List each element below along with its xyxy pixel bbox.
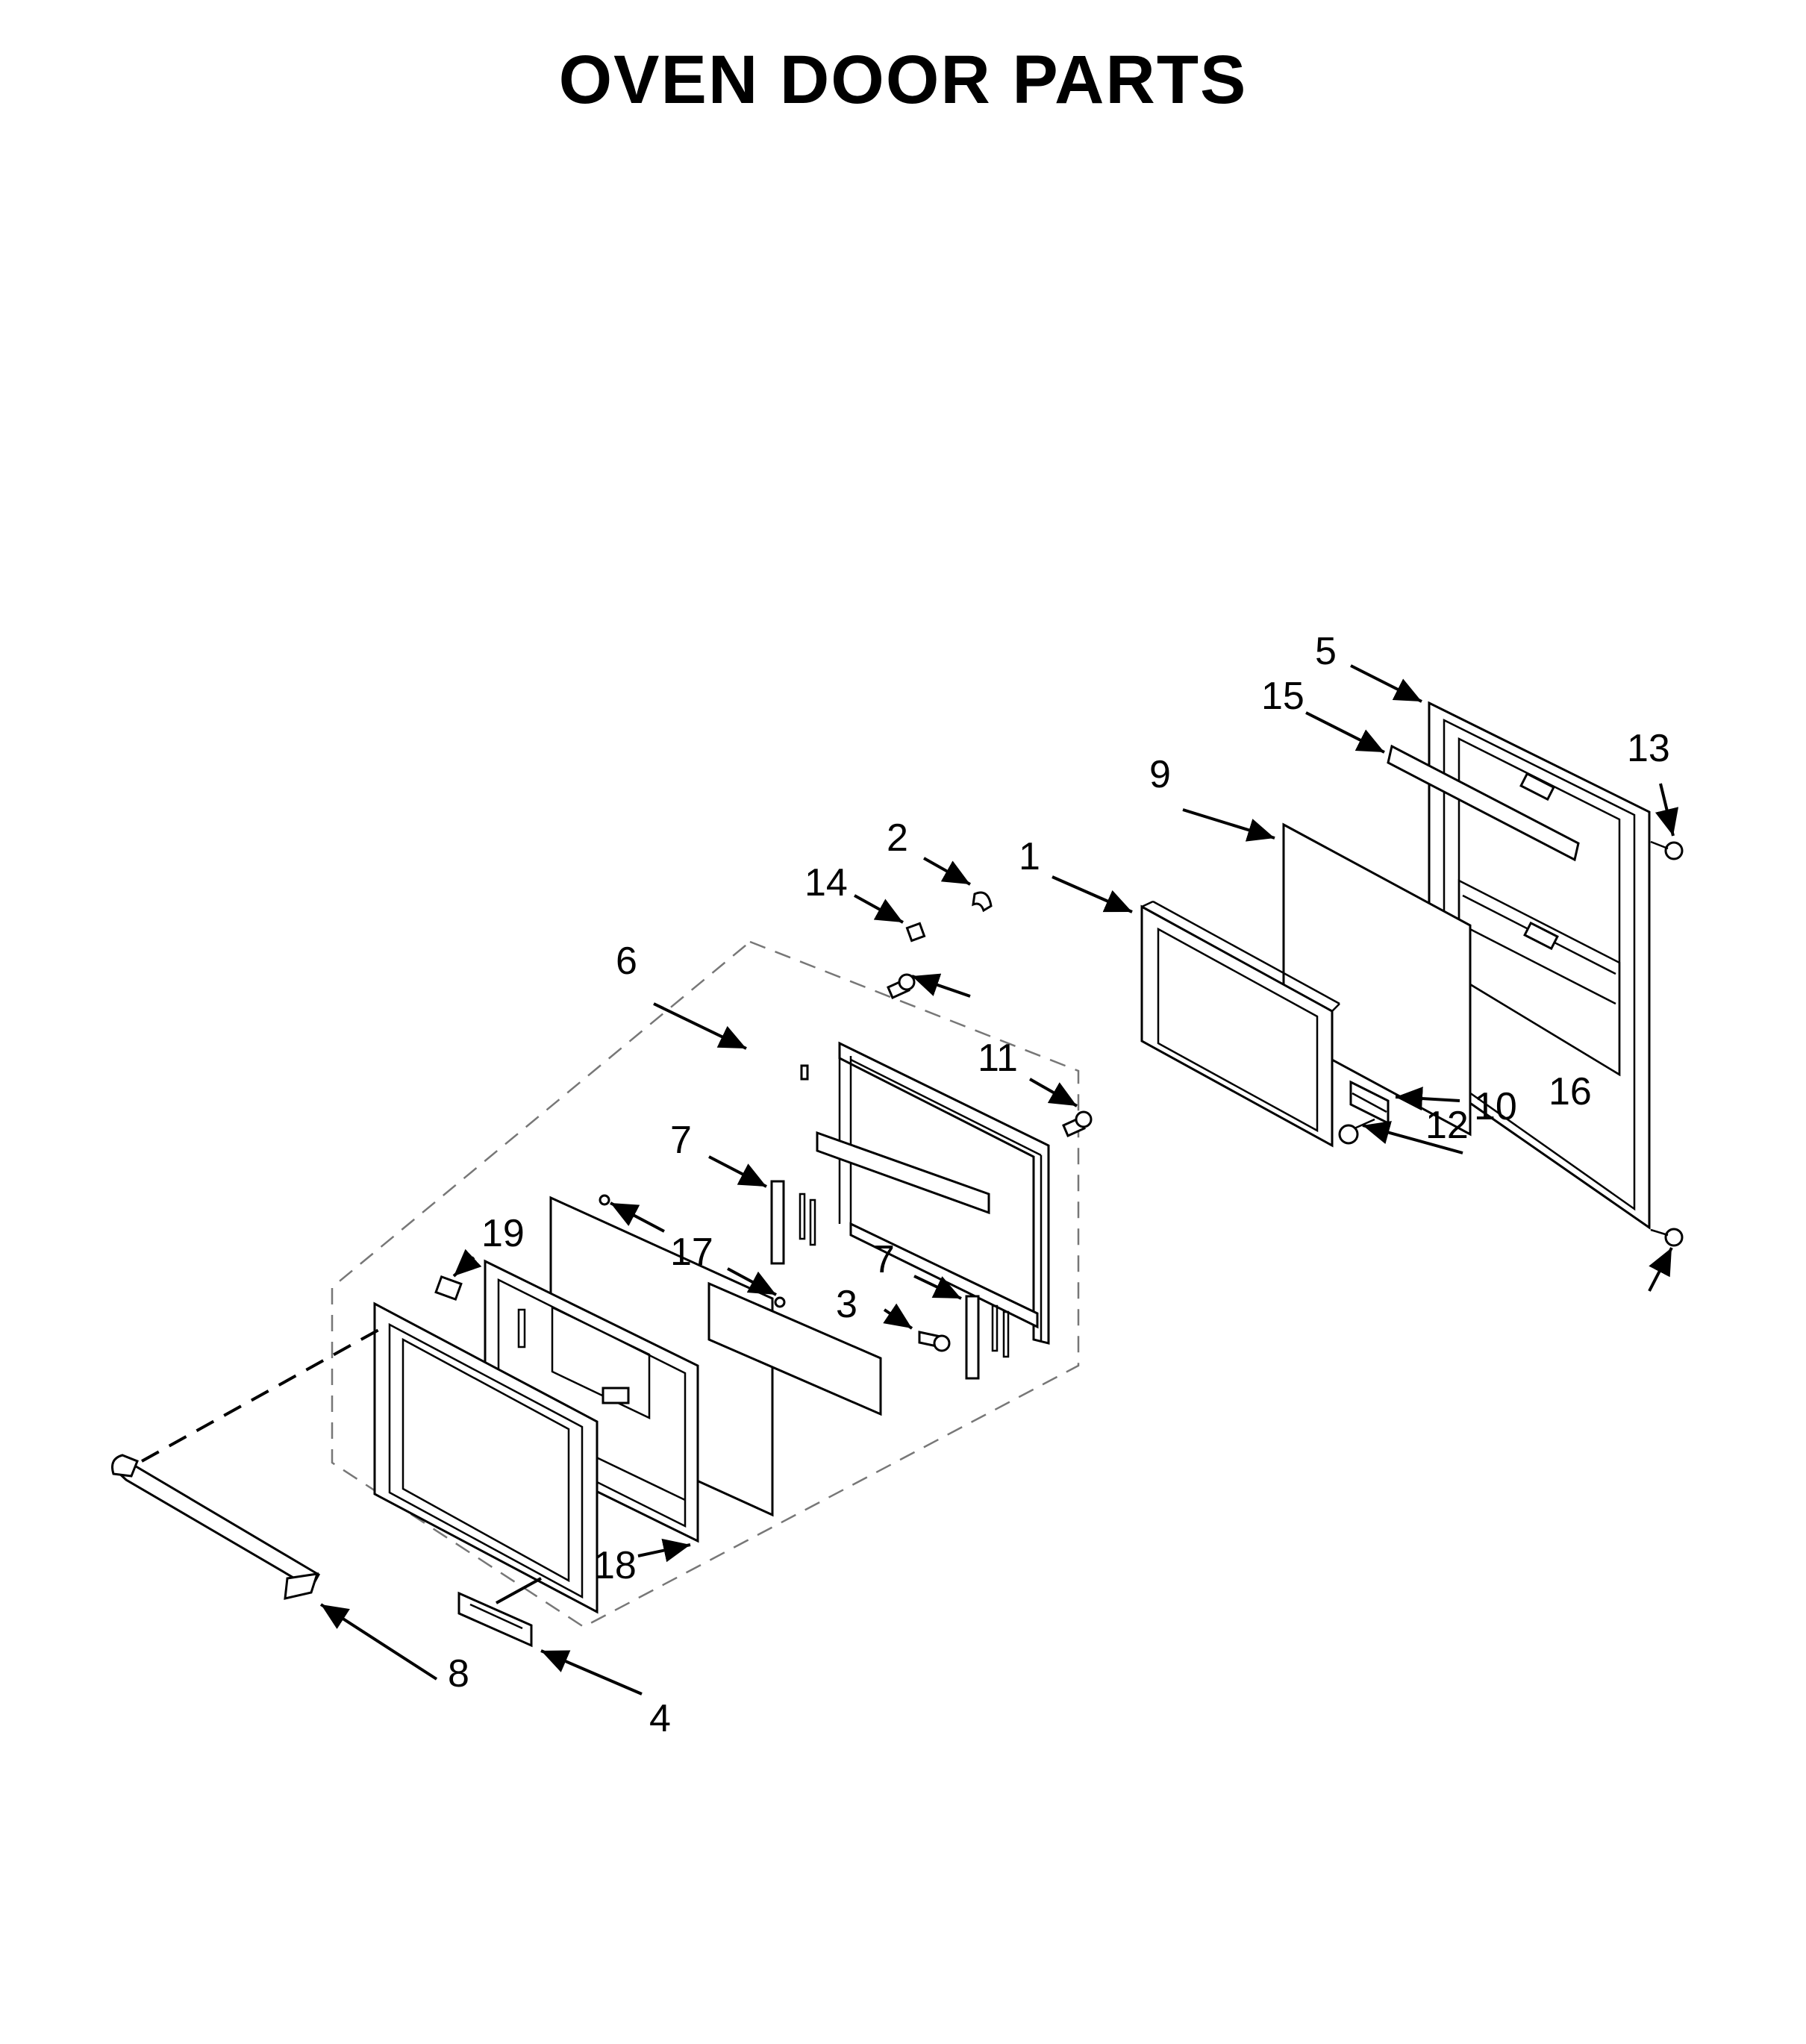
- callout-12: 12: [1425, 1104, 1469, 1147]
- diagram-title: OVEN DOOR PARTS: [558, 42, 1248, 118]
- part-screw-bottom-right: [1650, 1228, 1684, 1247]
- callout-7-upper: 7: [670, 1119, 692, 1162]
- callout-13: 13: [1627, 727, 1670, 770]
- part-outer-door-frame: [1428, 701, 1651, 1230]
- leader-lines: [141, 664, 1679, 1695]
- part-hinge-upper: [770, 1180, 816, 1265]
- callout-3: 3: [836, 1283, 857, 1326]
- callout-17: 17: [670, 1231, 713, 1274]
- part-door-liner-assembly: [800, 1041, 1050, 1345]
- callout-4: 4: [649, 1697, 671, 1740]
- part-screw-12: [1338, 1118, 1375, 1145]
- callout-9: 9: [1149, 753, 1171, 796]
- part-inner-door-frame: [1140, 900, 1340, 1148]
- part-door-handle: [111, 1454, 321, 1600]
- callout-5: 5: [1315, 630, 1337, 673]
- part-hinge-lower: [965, 1295, 1010, 1380]
- callout-15: 15: [1261, 675, 1304, 718]
- part-clip-14: [905, 922, 926, 943]
- callout-19: 19: [481, 1212, 525, 1255]
- part-frame-strip: [1387, 744, 1580, 862]
- part-door-front-panel: [373, 1301, 599, 1614]
- part-screw-11-bottom: [1062, 1110, 1093, 1137]
- callout-18: 18: [593, 1544, 637, 1587]
- part-screw-3: [918, 1331, 951, 1352]
- callout-8: 8: [448, 1652, 469, 1695]
- callout-11: 11: [978, 1037, 1018, 1080]
- part-screw-11-top: [887, 973, 916, 999]
- part-screw-top-right: [1650, 840, 1684, 860]
- callout-14: 14: [804, 861, 848, 904]
- callout-6: 6: [616, 940, 637, 983]
- assembly-outline-dashed: [331, 940, 1080, 1628]
- callout-2: 2: [887, 816, 908, 860]
- part-logo-badge: [457, 1591, 533, 1648]
- callout-10: 10: [1474, 1085, 1517, 1128]
- callout-16: 16: [1549, 1070, 1592, 1113]
- part-clip-19: [434, 1275, 463, 1301]
- callout-labels: 5 15 13 9 2 1 14 6 11 10 16 12 7 19 17 7…: [448, 630, 1670, 1740]
- callout-1: 1: [1019, 835, 1040, 878]
- callout-7-lower: 7: [873, 1238, 895, 1281]
- part-clip-2: [972, 891, 993, 913]
